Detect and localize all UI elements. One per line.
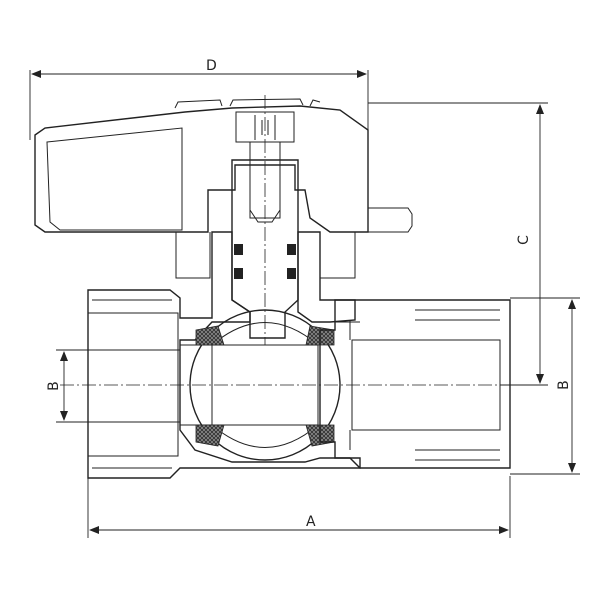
body-right-neck — [297, 231, 356, 323]
dimension-A-label: A — [306, 514, 316, 530]
stem-oring-top-right — [287, 244, 296, 255]
seat-left-top — [195, 325, 225, 346]
stem-oring-bottom-right — [287, 268, 296, 279]
dimension-B-right: B — [510, 297, 580, 475]
insert-bore — [351, 339, 501, 431]
insert-hex-step — [335, 320, 360, 450]
dimension-A: A — [87, 476, 511, 538]
handle-top-ridge — [174, 98, 321, 109]
body-left-shell — [87, 231, 361, 479]
insert-thread-top — [415, 309, 500, 321]
handle-screw-slot — [254, 115, 276, 140]
dimension-B-left: B — [46, 349, 180, 423]
right-insert — [319, 299, 511, 469]
handle-stop-tab — [368, 207, 413, 233]
dimension-D: D — [29, 58, 369, 140]
dimension-C: C — [368, 102, 548, 386]
seats — [195, 325, 335, 447]
handle-grip-opening — [46, 127, 183, 231]
ball-bore-edges — [211, 345, 319, 425]
body-left-bore — [87, 312, 179, 457]
dimension-B-right-label: B — [556, 380, 572, 390]
ball-bottom-cap — [211, 424, 319, 448]
dimension-C-label: C — [516, 235, 532, 245]
insert-thread-bottom — [415, 449, 500, 461]
handle-lower-skirt — [175, 232, 356, 279]
valve-body — [87, 231, 361, 479]
dimension-D-label: D — [206, 58, 217, 74]
dimension-B-left-label: B — [46, 381, 62, 391]
seat-left-bottom — [195, 424, 225, 447]
stem-oring-bottom-left — [234, 268, 243, 279]
insert-shell — [319, 299, 511, 469]
stem-oring-top-left — [234, 244, 243, 255]
body-left-thread — [92, 299, 172, 469]
handle-lever-body — [34, 105, 369, 233]
handle — [34, 98, 413, 279]
